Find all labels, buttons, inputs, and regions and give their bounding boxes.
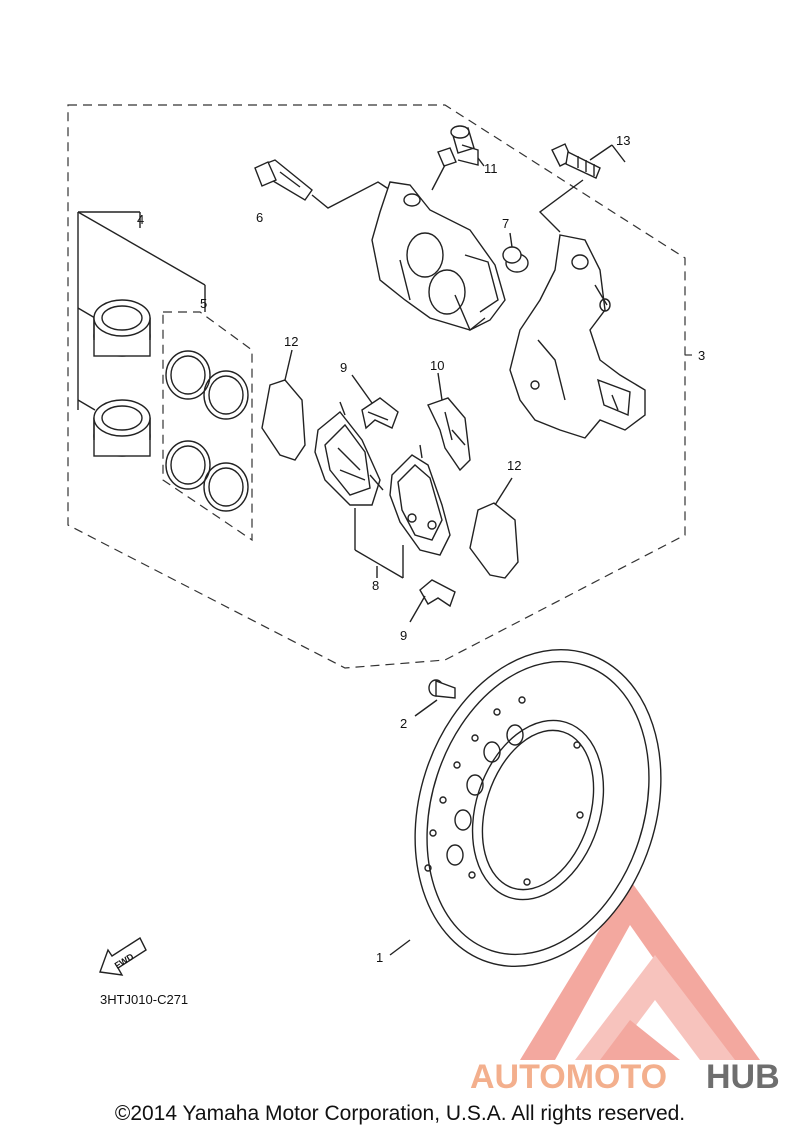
piston-seals [165, 350, 249, 512]
callout-11: 11 [484, 161, 498, 176]
callout-9-upper: 9 [340, 360, 347, 375]
piston-upper [93, 299, 151, 357]
callout-12-right: 12 [507, 458, 521, 473]
callout-9-lower: 9 [400, 628, 407, 643]
brake-pad-right [389, 444, 451, 556]
callout-12-left: 12 [284, 334, 298, 349]
brake-disc [389, 648, 662, 968]
disc-screw [414, 679, 456, 717]
callout-13: 13 [616, 133, 630, 148]
caliper-body [371, 181, 506, 332]
callout-2: 2 [400, 716, 407, 731]
pad-pin-bolt [254, 159, 391, 209]
callout-6: 6 [256, 210, 263, 225]
piston-lower [93, 399, 151, 457]
callout-4: 4 [137, 212, 144, 227]
piston-group-bracket [77, 211, 206, 411]
pad-shim-left [261, 349, 306, 461]
mounting-bolt [538, 143, 613, 233]
callout-3: 3 [698, 348, 705, 363]
caliper-assembly-boundary [67, 104, 686, 669]
copyright-notice: ©2014 Yamaha Motor Corporation, U.S.A. A… [114, 1102, 686, 1125]
callout-7: 7 [502, 216, 509, 231]
watermark-brand-primary: AUTOMOTO [470, 1058, 667, 1096]
watermark-brand-secondary: HUB [706, 1058, 780, 1096]
brake-pad-left [314, 401, 384, 506]
bleed-screw [431, 125, 485, 191]
watermark-logo [520, 880, 760, 1060]
callout-5: 5 [200, 296, 207, 311]
callout-8: 8 [372, 578, 379, 593]
caliper-bracket [509, 234, 646, 439]
pad-shim-right [469, 477, 519, 579]
pad-spring-upper [351, 374, 399, 430]
forward-arrow-icon: FWD [99, 936, 147, 976]
callout-1: 1 [376, 950, 383, 965]
seal-kit-boundary [162, 311, 253, 542]
pad-bracket-8 [354, 508, 404, 579]
callout-10: 10 [430, 358, 444, 373]
leader-lines [204, 144, 626, 312]
watermark-brand: AUTOMOTO HUB [470, 1058, 780, 1096]
pad-spring-10 [427, 372, 471, 472]
pad-spring-lower [409, 579, 456, 623]
rubber-boot [502, 232, 529, 273]
diagram-code: 3HTJ010-C271 [100, 992, 188, 1007]
